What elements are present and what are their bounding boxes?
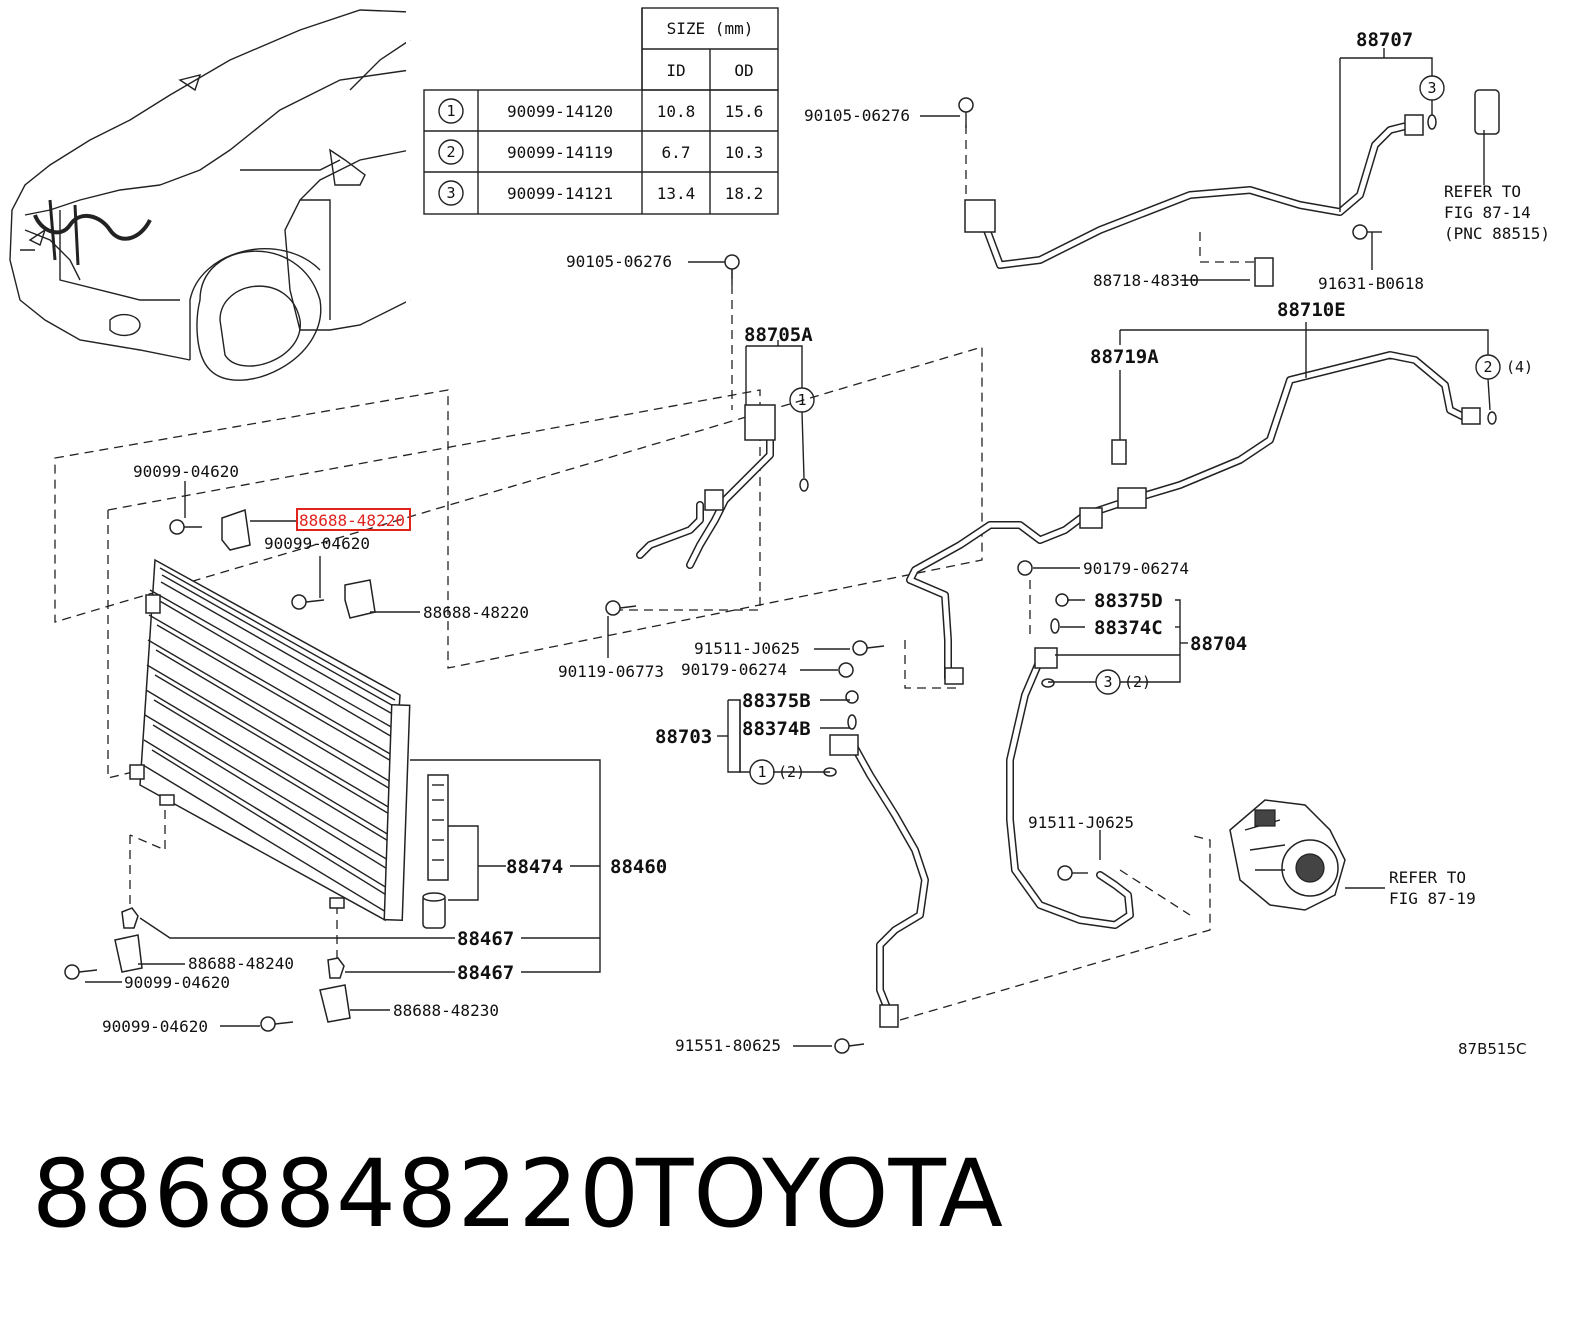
label-88474: 88474 [506, 856, 563, 878]
label-91551: 91551-80625 [675, 1036, 781, 1055]
label-91511-b: 91511-J0625 [1028, 813, 1134, 832]
assembly-outlines [54, 125, 1255, 1021]
callout-1-mid: 1 [757, 763, 766, 781]
refer-note-1-line3: (PNC 88515) [1444, 224, 1550, 243]
label-90179-b: 90179-06274 [1083, 559, 1189, 578]
label-91511-a: 91511-J0625 [694, 639, 800, 658]
receiver-desiccant [422, 774, 449, 929]
size-table: SIZE (mm) ID OD 1 90099-14120 10.8 15.6 … [423, 7, 779, 215]
label-88467-a: 88467 [457, 928, 514, 950]
label-88705a: 88705A [744, 324, 813, 346]
callout-1-top: 1 [797, 391, 806, 409]
table-row-part: 90099-14121 [507, 184, 613, 203]
table-row-od: 15.6 [725, 102, 764, 121]
table-row-num: 3 [446, 184, 455, 202]
label-88374b: 88374B [742, 718, 811, 740]
callout-3-top: 3 [1427, 79, 1436, 97]
label-88688-c: 88688-48240 [188, 954, 294, 973]
table-header-od: OD [734, 61, 753, 80]
figure-code: 87B515C [1458, 1040, 1526, 1058]
label-90099-d: 90099-04620 [102, 1017, 208, 1036]
callout-circles: 3 1 2 (4) 3 (2) 1 (2) [749, 75, 1533, 785]
label-88718: 88718-48310 [1093, 271, 1199, 290]
refer-note-2-line1: REFER TO [1389, 868, 1466, 887]
table-row-id: 13.4 [657, 184, 696, 203]
table-row-id: 10.8 [657, 102, 696, 121]
pipe-fittings [704, 89, 1500, 1028]
label-88704: 88704 [1190, 633, 1247, 655]
label-88688-b: 88688-48220 [423, 603, 529, 622]
table-row-od: 18.2 [725, 184, 764, 203]
highlight-box [296, 508, 411, 531]
label-90179-a: 90179-06274 [681, 660, 787, 679]
label-91631: 91631-B0618 [1318, 274, 1424, 293]
part-labels: 88707 90105-06276 REFER TO FIG 87-14 (PN… [102, 29, 1550, 1058]
label-88467-b: 88467 [457, 962, 514, 984]
label-88719a: 88719A [1090, 346, 1159, 368]
compressor [1229, 799, 1346, 911]
label-88707: 88707 [1356, 29, 1413, 51]
refer-note-2-line2: FIG 87-19 [1389, 889, 1476, 908]
table-header-size: SIZE (mm) [667, 19, 754, 38]
callout-2-right: 2 [1483, 358, 1492, 376]
table-row-od: 10.3 [725, 143, 764, 162]
label-88374c: 88374C [1094, 617, 1163, 639]
table-row-id: 6.7 [662, 143, 691, 162]
table-row-part: 90099-14120 [507, 102, 613, 121]
condenser [129, 558, 411, 922]
refer-note-1-line1: REFER TO [1444, 182, 1521, 201]
parts-diagram: SIZE (mm) ID OD 1 90099-14120 10.8 15.6 … [9, 7, 1550, 1058]
vehicle-illustration [9, 9, 411, 381]
part-number-title: 8868848220 [32, 1140, 641, 1249]
refer-note-1-line2: FIG 87-14 [1444, 203, 1531, 222]
label-88688-d: 88688-48230 [393, 1001, 499, 1020]
label-88710e: 88710E [1277, 299, 1346, 321]
condenser-brackets [64, 508, 637, 1032]
label-88375b: 88375B [742, 690, 811, 712]
label-88688-highlighted[interactable]: 88688-48220 [299, 511, 405, 530]
label-90099-b: 90099-04620 [264, 534, 370, 553]
label-90119: 90119-06773 [558, 662, 664, 681]
callout-2-right-count: (4) [1506, 358, 1533, 376]
label-88460: 88460 [610, 856, 667, 878]
leader-lines [85, 48, 1489, 1047]
table-header-id: ID [666, 61, 685, 80]
label-90099-a: 90099-04620 [133, 462, 239, 481]
label-88703: 88703 [655, 726, 712, 748]
callout-3-mid: 3 [1103, 673, 1112, 691]
fasteners [724, 97, 1497, 1054]
table-row-part: 90099-14119 [507, 143, 613, 162]
label-88375d: 88375D [1094, 590, 1163, 612]
refrigerant-pipes [636, 121, 1474, 1019]
label-90105-b: 90105-06276 [566, 252, 672, 271]
brand-title: TOYOTA [636, 1140, 1003, 1249]
table-row-num: 1 [446, 102, 455, 120]
table-row-num: 2 [446, 143, 455, 161]
label-90099-c: 90099-04620 [124, 973, 230, 992]
label-90105-a: 90105-06276 [804, 106, 910, 125]
